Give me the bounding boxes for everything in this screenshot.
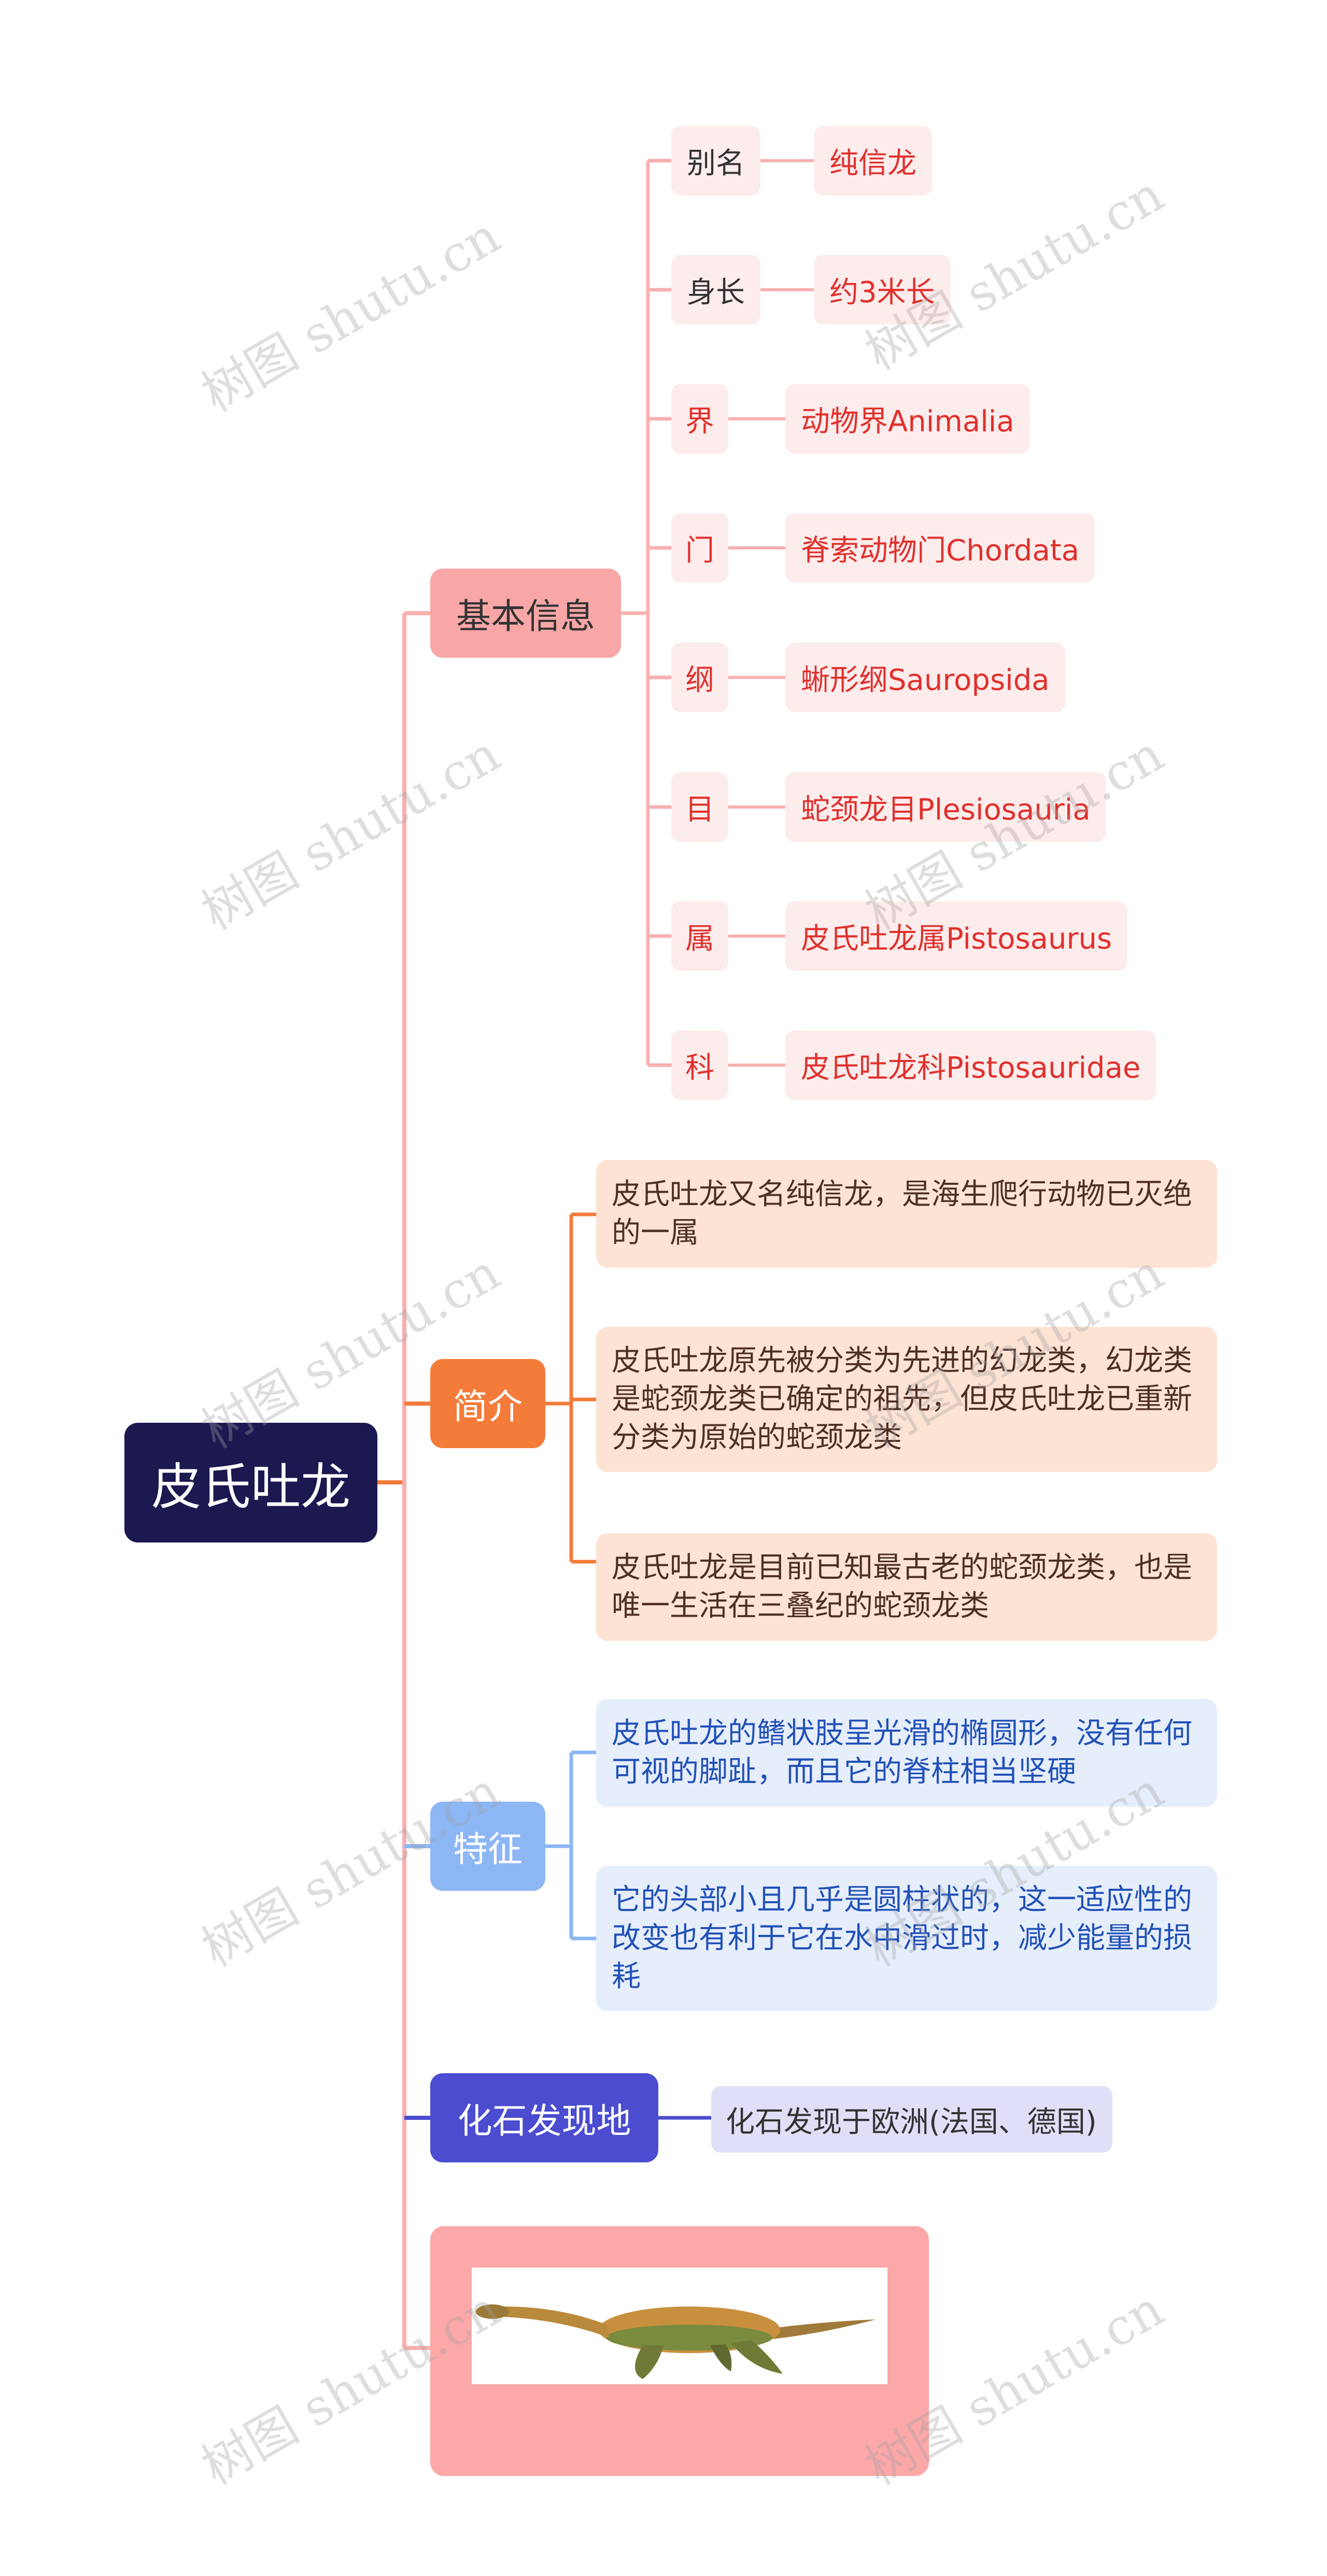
intro-item-1[interactable]: 皮氏吐龙又名纯信龙，是海生爬行动物已灭绝的一属: [596, 1160, 1217, 1268]
info-value-genus[interactable]: 皮氏吐龙属Pistosaurus: [785, 901, 1128, 971]
fossil-site-item[interactable]: 化石发现于欧洲(法国、德国): [711, 2086, 1112, 2153]
info-value-kingdom[interactable]: 动物界Animalia: [785, 384, 1030, 454]
branch-features[interactable]: 特征: [430, 1802, 545, 1891]
branch-basic-info[interactable]: 基本信息: [430, 569, 621, 658]
branch-intro[interactable]: 简介: [430, 1359, 545, 1448]
intro-item-3[interactable]: 皮氏吐龙是目前已知最古老的蛇颈龙类，也是唯一生活在三叠纪的蛇颈龙类: [596, 1533, 1217, 1641]
info-value-family[interactable]: 皮氏吐龙科Pistosauridae: [785, 1030, 1156, 1100]
feature-item-2[interactable]: 它的头部小且几乎是圆柱状的，这一适应性的改变也有利于它在水中滑过时，减少能量的损…: [596, 1866, 1217, 2011]
pistosaurus-illustration: [472, 2268, 887, 2384]
info-value-length[interactable]: 约3米长: [814, 255, 951, 324]
branch-fossil-site[interactable]: 化石发现地: [430, 2073, 658, 2162]
info-key-kingdom[interactable]: 界: [671, 384, 728, 454]
root-node[interactable]: 皮氏吐龙: [124, 1423, 377, 1542]
intro-item-2[interactable]: 皮氏吐龙原先被分类为先进的幻龙类，幻龙类是蛇颈龙类已确定的祖先，但皮氏吐龙已重新…: [596, 1327, 1217, 1472]
info-value-alias[interactable]: 纯信龙: [814, 126, 932, 195]
pistosaurus-icon: [476, 2304, 876, 2379]
info-key-family[interactable]: 科: [671, 1030, 728, 1100]
image-node[interactable]: [430, 2226, 929, 2476]
info-key-genus[interactable]: 属: [671, 901, 728, 971]
info-key-alias[interactable]: 别名: [671, 126, 760, 195]
info-value-phylum[interactable]: 脊索动物门Chordata: [785, 513, 1095, 583]
feature-item-1[interactable]: 皮氏吐龙的鳍状肢呈光滑的椭圆形，没有任何可视的脚趾，而且它的脊柱相当坚硬: [596, 1699, 1217, 1807]
info-key-phylum[interactable]: 门: [671, 513, 728, 583]
info-key-length[interactable]: 身长: [671, 255, 760, 324]
info-key-class[interactable]: 纲: [671, 643, 728, 712]
info-value-order[interactable]: 蛇颈龙目Plesiosauria: [785, 772, 1106, 842]
info-value-class[interactable]: 蜥形纲Sauropsida: [785, 643, 1065, 712]
info-key-order[interactable]: 目: [671, 772, 728, 842]
